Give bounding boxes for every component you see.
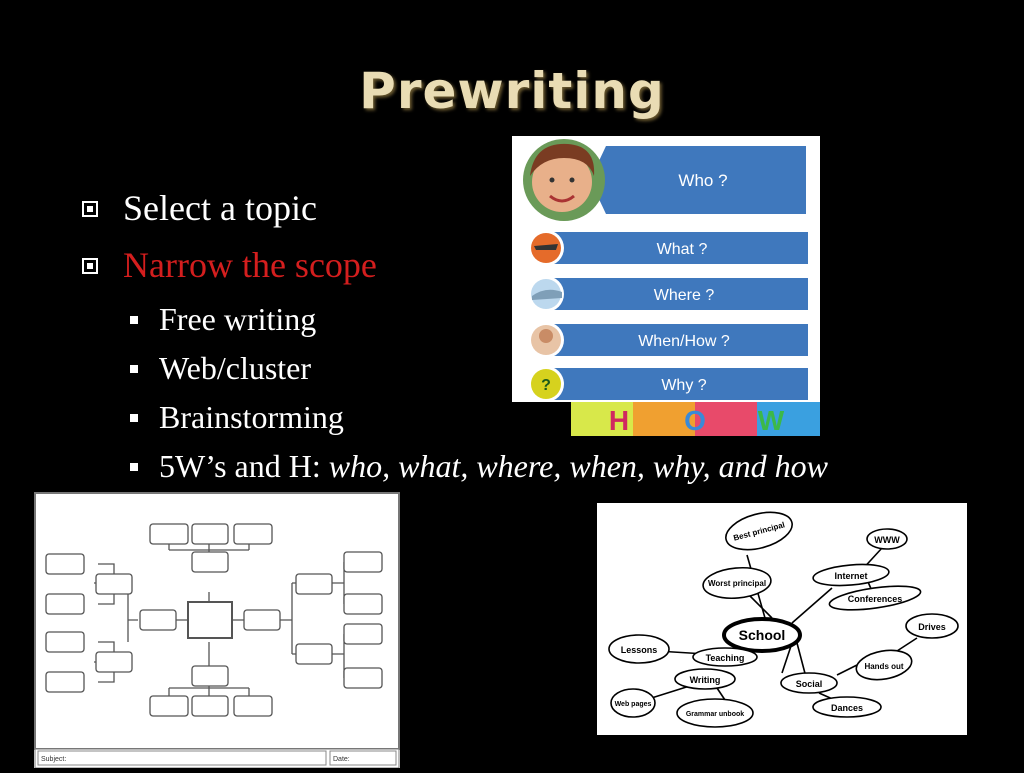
who-label: Who ? xyxy=(678,171,727,190)
subject-label: Subject: xyxy=(41,756,66,763)
sub-bullet-web-cluster: Web/cluster xyxy=(78,345,828,394)
bullet-list: Select a topic Narrow the scope Free wri… xyxy=(78,182,828,492)
why-banner xyxy=(552,368,808,400)
sub-bullet-text: Brainstorming xyxy=(159,399,344,435)
web-node-lessons: Lessons xyxy=(621,645,658,655)
web-node-teaching: Teaching xyxy=(706,653,745,663)
how-letter-o: O xyxy=(684,405,706,436)
web-node-web-pages: Web pages xyxy=(615,701,652,708)
bullet-box-icon xyxy=(82,201,98,217)
web-node-writing: Writing xyxy=(690,675,721,685)
who-banner xyxy=(590,146,806,214)
web-node-social: Social xyxy=(796,679,823,689)
web-node-conferences: Conferences xyxy=(848,594,903,604)
how-letter-h: H xyxy=(609,405,629,436)
how-letter-w: W xyxy=(758,405,785,436)
web-node-worst-principal: Worst principal xyxy=(708,579,766,588)
how-foam-letters: H O W xyxy=(571,402,820,436)
why-label: Why ? xyxy=(661,377,706,394)
svg-text:?: ? xyxy=(541,377,551,394)
when-how-label: When/How ? xyxy=(638,333,730,350)
what-banner xyxy=(552,232,808,264)
sub-bullet-brainstorming: Brainstorming xyxy=(78,394,828,443)
bullet-text: Select a topic xyxy=(123,188,317,228)
sub-bullet-square-icon xyxy=(130,414,138,422)
bullet-narrow-scope: Narrow the scope xyxy=(78,239,828,296)
question-mark-icon xyxy=(531,369,561,399)
web-node-grammar: Grammar unbook xyxy=(686,711,744,718)
sub-bullet-square-icon xyxy=(130,316,138,324)
web-node-www: WWW xyxy=(874,535,900,545)
bullet-select-topic: Select a topic xyxy=(78,182,828,239)
sub-bullet-square-icon xyxy=(130,365,138,373)
slide-title: Prewriting xyxy=(359,62,665,120)
where-label: Where ? xyxy=(654,287,715,304)
sub-bullet-square-icon xyxy=(130,463,138,471)
web-node-hands-out: Hands out xyxy=(864,662,903,671)
sub-bullet-free-writing: Free writing xyxy=(78,296,828,345)
web-node-internet: Internet xyxy=(834,571,867,581)
bullet-box-icon xyxy=(82,258,98,274)
cluster-template: Subject: Date: xyxy=(34,492,400,769)
web-center-label: School xyxy=(739,627,786,643)
when-how-banner xyxy=(552,324,808,356)
woman-photo xyxy=(523,139,605,221)
school-web-drawing: School Best principal Worst principal WW… xyxy=(597,503,967,735)
where-banner xyxy=(552,278,808,310)
sub-bullet-5ws: 5W’s and H: who, what, where, when, why,… xyxy=(78,443,828,492)
web-node-drives: Drives xyxy=(918,622,946,632)
date-label: Date: xyxy=(333,756,350,763)
sub-bullet-prefix: 5W’s and H: xyxy=(159,448,329,484)
sub-bullet-text: Free writing xyxy=(159,301,317,337)
web-node-dances: Dances xyxy=(831,703,863,713)
sub-bullet-text: Web/cluster xyxy=(159,350,312,386)
bullet-text: Narrow the scope xyxy=(123,245,377,285)
questions-graphic: Who ? What ? Where ? When/How ? xyxy=(512,136,820,402)
what-label: What ? xyxy=(657,241,708,258)
sub-bullet-italic: who, what, where, when, why, and how xyxy=(328,448,829,484)
